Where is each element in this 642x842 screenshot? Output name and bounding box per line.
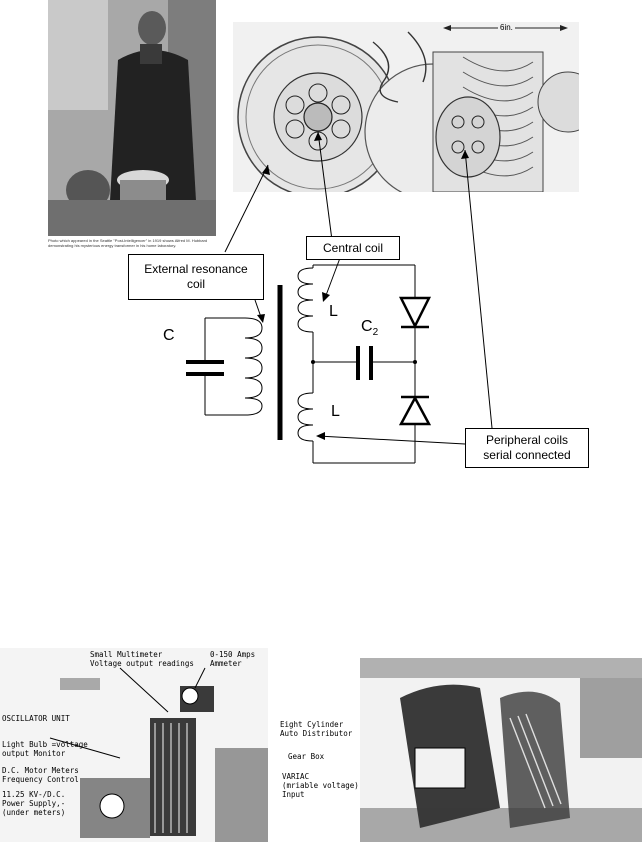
ann-multimeter-line2: Voltage output readings — [90, 659, 194, 668]
ann-motor-meters: D.C. Motor Meters Frequency Control — [2, 766, 79, 784]
pointer-central-coil — [317, 131, 334, 249]
ann-motor-line2: Frequency Control — [2, 775, 79, 784]
ann-gearbox: Gear Box — [288, 752, 325, 761]
pointer-central-coil-L — [324, 257, 341, 299]
ann-supply-line2: Power Supply,- — [2, 799, 66, 808]
ann-variac-line3: Input — [282, 790, 305, 799]
ann-ammeter-line2: Ammeter — [210, 659, 242, 668]
ann-multimeter: Small Multimeter Voltage output readings — [90, 650, 194, 668]
label-capacitor-c2: C2 — [361, 318, 378, 338]
callout-external-coil-line1: External resonance — [144, 262, 248, 276]
label-c2-main: C — [361, 318, 373, 335]
ann-ammeter-line1: 0-150 Amps — [210, 650, 256, 659]
ann-variac-line1: VARIAC — [282, 772, 310, 781]
callout-peripheral-coils: Peripheral coils serial connected — [465, 428, 589, 468]
pointer-peripheral-photo — [464, 149, 493, 429]
ann-bulb-line2: output Monitor — [2, 749, 66, 758]
inductor-bottom — [297, 392, 314, 442]
photo-coil-device — [233, 22, 579, 192]
callout-peripheral-line1: Peripheral coils — [485, 433, 569, 447]
diode-top — [398, 296, 432, 329]
ann-distributor-line1: Eight Cylinder — [280, 720, 344, 729]
dimension-label: 6in. — [498, 23, 515, 32]
ann-distributor-line2: Auto Distributor — [280, 729, 353, 738]
ann-bulb-line1: Light Bulb =voltage — [2, 740, 88, 749]
callout-external-coil-line2: coil — [186, 277, 205, 291]
photo-oscillator-unit — [0, 648, 268, 842]
photo-hubbard-laboratory — [48, 0, 216, 236]
ann-multimeter-line1: Small Multimeter — [90, 650, 163, 659]
photo-distributor-gearbox — [360, 658, 642, 842]
callout-peripheral-line2: serial connected — [483, 448, 571, 462]
ann-light-bulb: Light Bulb =voltage output Monitor — [2, 740, 88, 758]
external-coil — [244, 317, 263, 416]
label-c2-sub: 2 — [372, 327, 379, 339]
ann-variac-line2: (mriable voltage) — [282, 781, 359, 790]
callout-central-coil: Central coil — [306, 236, 400, 260]
ann-motor-line1: D.C. Motor Meters — [2, 766, 79, 775]
callout-external-coil: External resonance coil — [128, 254, 264, 300]
callout-central-coil-text: Central coil — [322, 240, 384, 255]
circuit-diagram — [186, 131, 493, 464]
photo-caption: Photo which appeared in the Seattle "Pos… — [48, 238, 208, 248]
label-inductor-bottom: L — [331, 403, 340, 420]
inductor-top — [297, 267, 314, 333]
pointer-peripheral-coil — [317, 435, 466, 445]
label-capacitor-c: C — [163, 327, 175, 344]
diode-bottom — [398, 395, 432, 426]
oscillator-unit-title: OSCILLATOR UNIT — [2, 714, 70, 723]
ann-ammeter: 0-150 Amps Ammeter — [210, 650, 255, 668]
ann-variac: VARIAC (mriable voltage) Input — [282, 772, 359, 799]
pointer-external-coil — [224, 164, 269, 253]
ann-supply-line3: (under meters) — [2, 808, 66, 817]
label-inductor-top: L — [329, 303, 338, 320]
ann-supply-line1: 11.25 KV-/D.C. — [2, 790, 66, 799]
ann-distributor: Eight Cylinder Auto Distributor — [280, 720, 352, 738]
ann-power-supply: 11.25 KV-/D.C. Power Supply,- (under met… — [2, 790, 65, 817]
